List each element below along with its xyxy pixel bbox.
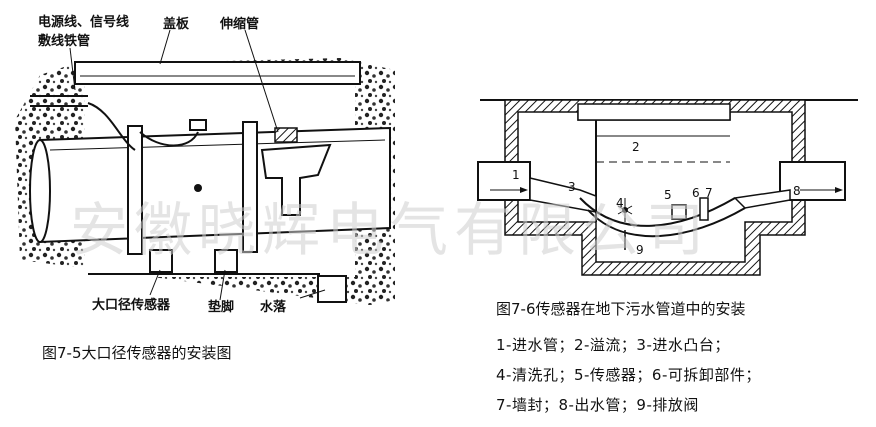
legend-line-3: 7-墙封；8-出水管；9-排放阀 (496, 396, 699, 414)
number-5: 5 (664, 188, 672, 202)
label-cover-plate: 盖板 (163, 17, 190, 32)
number-1: 1 (512, 168, 520, 182)
number-6: 6 (692, 186, 700, 200)
legend-line-2: 4-清洗孔；5-传感器；6-可拆卸部件； (496, 366, 761, 384)
caption-left: 图7-5大口径传感器的安装图 (42, 344, 232, 362)
caption-right: 图7-6传感器在地下污水管道中的安装 (496, 300, 746, 318)
number-2: 2 (632, 140, 640, 154)
label-expansion-pipe: 伸缩管 (220, 17, 260, 32)
number-4: 4 (616, 196, 624, 210)
number-9: 9 (636, 243, 644, 257)
label-pad-foot: 垫脚 (208, 300, 235, 315)
watermark-text: 安徽晓辉电气有限公司 (70, 196, 711, 264)
label-cable-pipe: 电源线、信号线 敷线铁管 (38, 15, 130, 49)
label-sensor: 大口径传感器 (92, 298, 171, 313)
number-3: 3 (568, 180, 576, 194)
label-sump: 水落 (260, 300, 287, 315)
number-8: 8 (793, 184, 801, 198)
number-7: 7 (705, 186, 713, 200)
legend-line-1: 1-进水管；2-溢流；3-进水凸台； (496, 336, 730, 354)
